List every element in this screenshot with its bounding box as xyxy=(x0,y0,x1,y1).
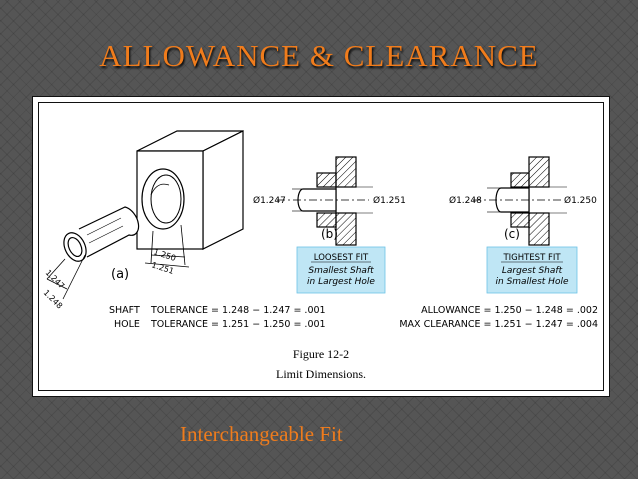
tightest-fit-title: TIGHTEST FIT xyxy=(502,253,561,263)
allowance-eq: ALLOWANCE = 1.250 − 1.248 = .002 xyxy=(421,305,598,316)
shaft-tolerance-label: SHAFT xyxy=(109,305,140,316)
loosest-fit-line2: in Largest Hole xyxy=(307,277,375,287)
part-a-label: (a) xyxy=(111,267,129,282)
part-b-section xyxy=(277,156,373,246)
part-b-shaft-dim: Ø1.247 xyxy=(253,195,286,206)
figure-frame: 1.250 1.251 1.247 1.248 (a) Ø1.247 Ø1.25… xyxy=(32,96,610,397)
shaft-cylinder xyxy=(63,206,140,262)
hole-tolerance-eq: TOLERANCE = 1.251 − 1.250 = .001 xyxy=(150,319,326,330)
slide-caption: Interchangeable Fit xyxy=(180,422,343,446)
dim-a-1248: 1.248 xyxy=(42,288,65,311)
part-c-shaft-dim: Ø1.248 xyxy=(449,195,482,206)
part-c-section xyxy=(473,156,567,246)
part-b-label: (b) xyxy=(321,227,338,241)
loosest-fit-line1: Smallest Shaft xyxy=(308,266,374,276)
part-a-dimension-lines xyxy=(46,224,190,300)
block-with-hole xyxy=(136,130,244,250)
limit-dimensions-drawing: 1.250 1.251 1.247 1.248 (a) Ø1.247 Ø1.25… xyxy=(42,130,598,381)
part-c-label: (c) xyxy=(504,227,520,241)
loosest-fit-box: LOOSEST FIT Smallest Shaft in Largest Ho… xyxy=(296,246,386,294)
shaft-tolerance-eq: TOLERANCE = 1.248 − 1.247 = .001 xyxy=(150,305,326,316)
tightest-fit-line1: Largest Shaft xyxy=(502,266,563,276)
part-b-hole-dim: Ø1.251 xyxy=(373,195,406,206)
slide-title: ALLOWANCE & CLEARANCE xyxy=(99,38,539,73)
part-c-hole-dim: Ø1.250 xyxy=(564,195,597,206)
tightest-fit-box: TIGHTEST FIT Largest Shaft in Smallest H… xyxy=(486,246,578,294)
hole-tolerance-label: HOLE xyxy=(114,319,140,330)
figure-inner-border: 1.250 1.251 1.247 1.248 (a) Ø1.247 Ø1.25… xyxy=(38,102,604,391)
max-clearance-eq: MAX CLEARANCE = 1.251 − 1.247 = .004 xyxy=(399,319,598,330)
tightest-fit-line2: in Smallest Hole xyxy=(496,277,569,287)
dim-a-1251: 1.251 xyxy=(150,260,175,276)
figure-number: Figure 12-2 xyxy=(293,347,349,361)
loosest-fit-title: LOOSEST FIT xyxy=(314,253,369,263)
figure-title: Limit Dimensions. xyxy=(276,367,366,381)
